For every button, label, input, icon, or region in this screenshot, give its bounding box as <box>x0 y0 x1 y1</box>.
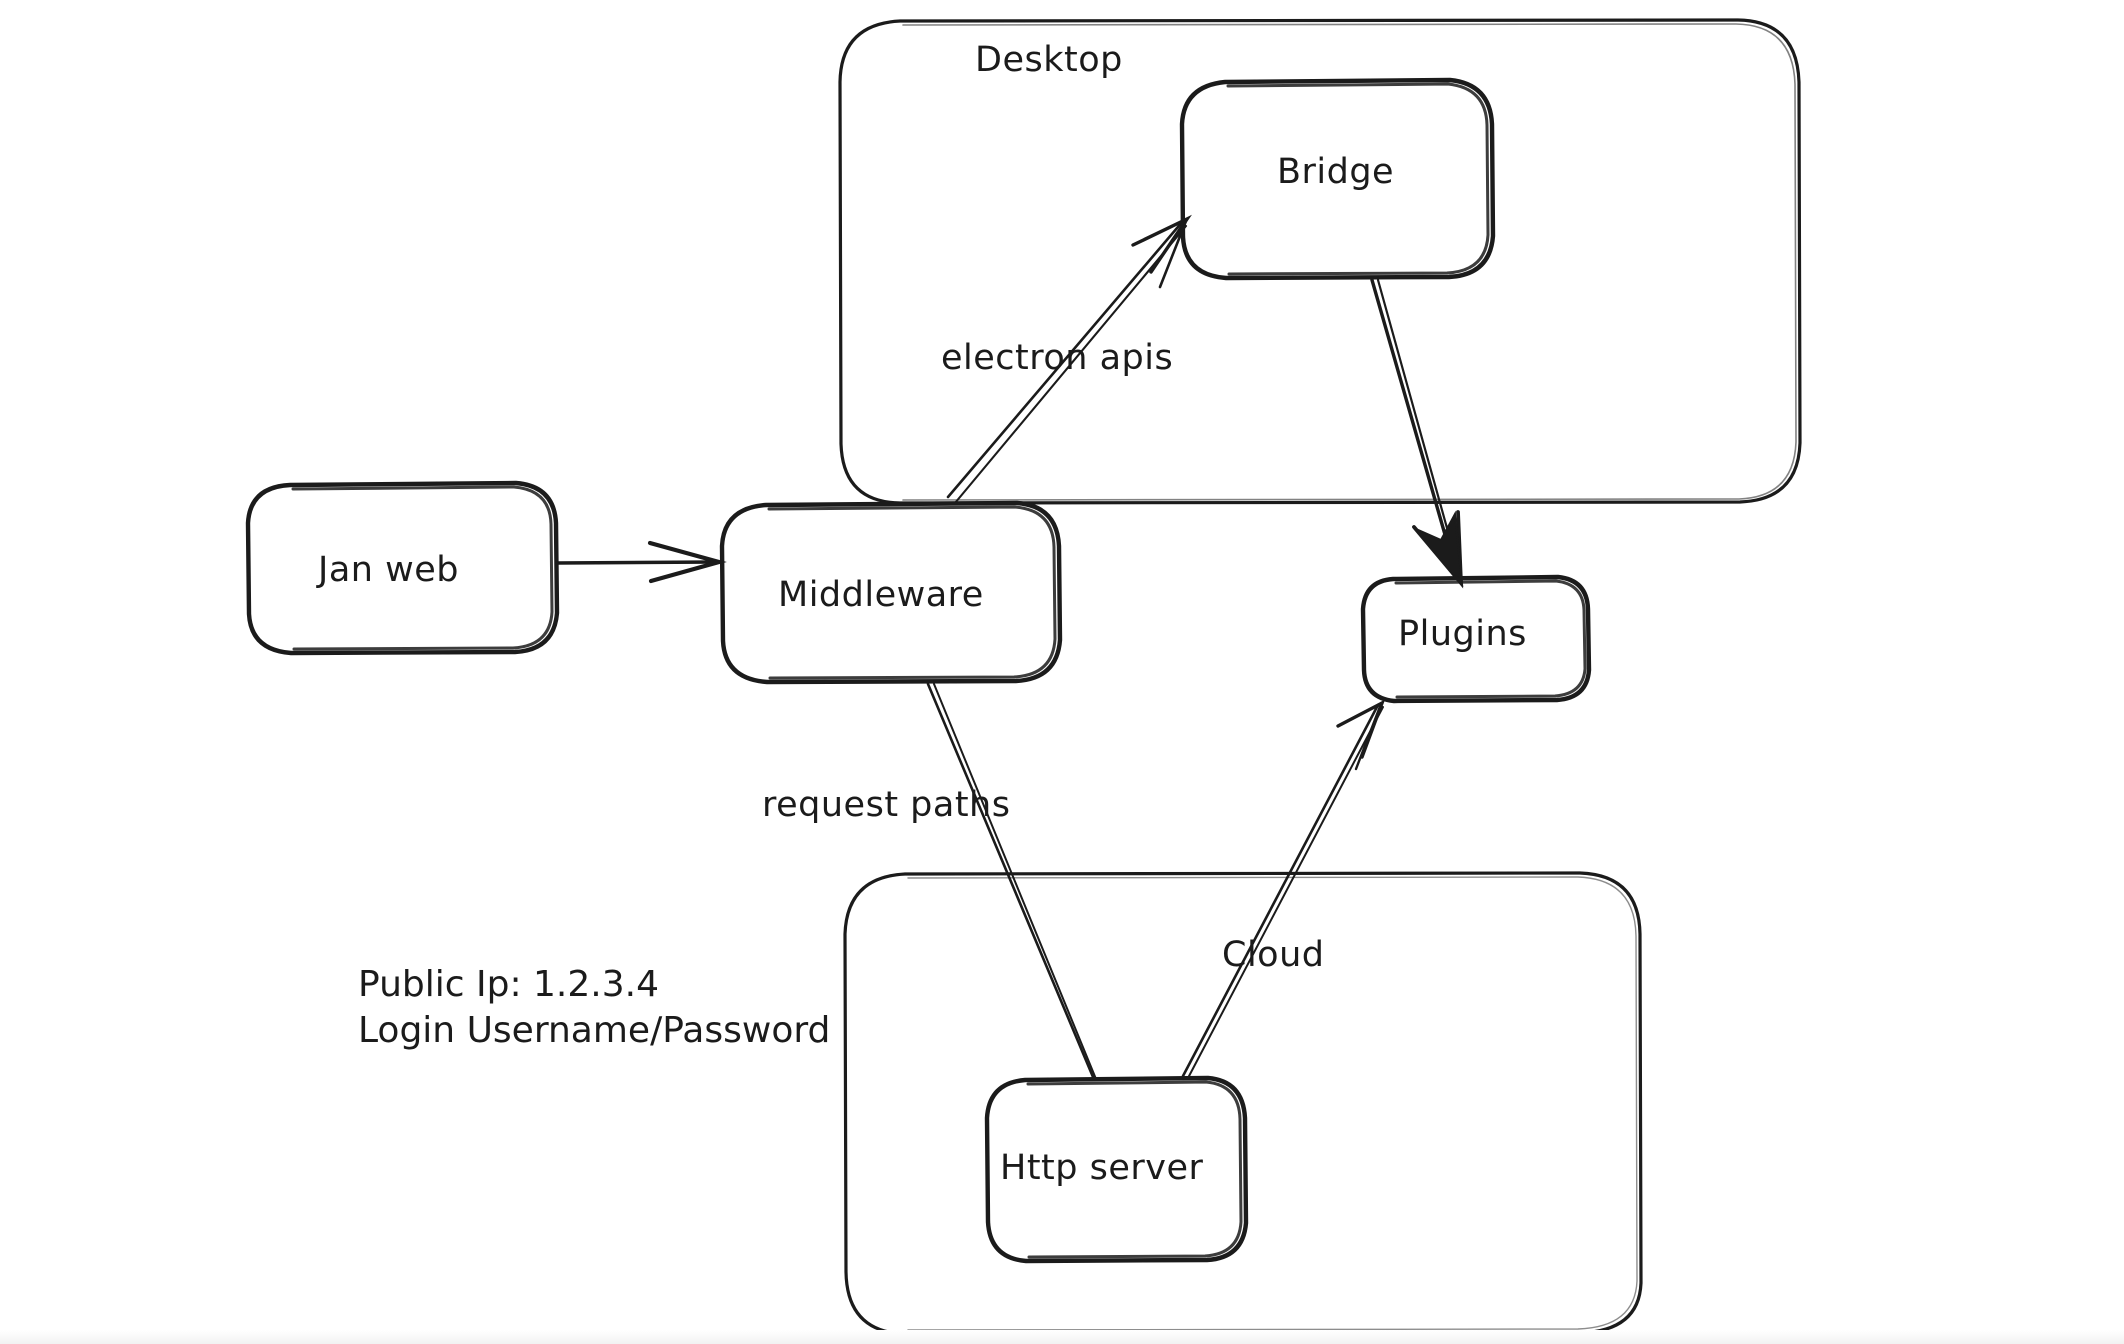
edge-label-electron-apis: electron apis <box>941 338 1174 378</box>
note-line-login: Login Username/Password <box>358 1010 831 1052</box>
edge-bridge-to-plugins <box>1370 278 1464 589</box>
edge-http-to-plugins <box>1181 699 1386 1079</box>
node-bridge[interactable] <box>1179 77 1496 281</box>
node-label-http-server: Http server <box>1000 1148 1204 1188</box>
node-middleware[interactable] <box>719 500 1063 685</box>
connection-note: Public Ip: 1.2.3.4 Login Username/Passwo… <box>358 962 830 1054</box>
node-plugins[interactable] <box>1360 574 1592 704</box>
bottom-gradient-band <box>0 1330 2124 1344</box>
note-line-public-ip: Public Ip: 1.2.3.4 <box>358 964 659 1005</box>
edge-middleware-to-http <box>926 682 1097 1080</box>
group-label-cloud: Cloud <box>1222 935 1325 975</box>
node-label-bridge: Bridge <box>1277 152 1395 192</box>
edge-label-request-paths: request paths <box>762 785 1011 825</box>
node-label-plugins: Plugins <box>1398 614 1527 654</box>
node-jan-web[interactable] <box>245 480 560 656</box>
group-label-desktop: Desktop <box>975 40 1123 80</box>
node-http-server[interactable] <box>984 1075 1249 1264</box>
node-label-jan-web: Jan web <box>318 550 459 590</box>
group-desktop <box>838 18 1802 505</box>
edge-jan-to-middleware <box>555 540 727 584</box>
node-label-middleware: Middleware <box>778 575 984 615</box>
